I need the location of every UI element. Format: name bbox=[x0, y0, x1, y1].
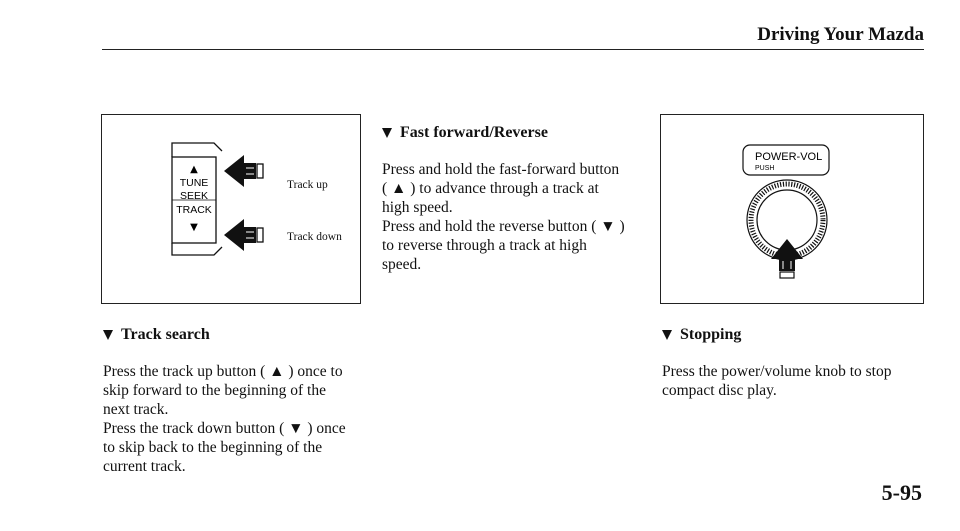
knob-sublabel: PUSH bbox=[755, 165, 774, 172]
figure-power-knob: POWER-VOL PUSH bbox=[660, 114, 924, 304]
triangle-marker-icon bbox=[382, 128, 392, 138]
section-title: Stopping bbox=[662, 326, 932, 344]
page-number: 5-95 bbox=[881, 480, 922, 505]
knob-label: POWER-VOL bbox=[755, 151, 822, 163]
section-title-text: Track search bbox=[121, 326, 210, 343]
paragraph-line: ( ▲ ) to advance through a track at bbox=[382, 180, 599, 197]
paragraph-line: speed. bbox=[382, 256, 422, 273]
section-fast-forward: Fast forward/Reverse Press and hold the … bbox=[382, 124, 652, 274]
paragraph-line: Press the power/volume knob to stop bbox=[662, 363, 892, 380]
header-rule bbox=[102, 49, 924, 50]
pointing-hand-icon bbox=[224, 219, 264, 251]
power-knob-illustration: POWER-VOL PUSH bbox=[742, 144, 830, 279]
paragraph-line: to skip back to the beginning of the bbox=[103, 439, 323, 456]
btn-down-glyph: ▼ bbox=[190, 222, 198, 233]
tune-label: TUNE bbox=[180, 177, 209, 189]
track-buttons-illustration: ▲ TUNE SEEK TRACK ▼ bbox=[171, 142, 264, 256]
triangle-marker-icon bbox=[103, 330, 113, 340]
paragraph-line: Press and hold the fast-forward button bbox=[382, 161, 620, 178]
callout-track-up: Track up bbox=[287, 179, 328, 191]
triangle-marker-icon bbox=[662, 330, 672, 340]
header-title: Driving Your Mazda bbox=[757, 24, 924, 45]
section-title: Fast forward/Reverse bbox=[382, 124, 652, 142]
section-title: Track search bbox=[103, 326, 373, 344]
paragraph-line: compact disc play. bbox=[662, 382, 777, 399]
paragraph-line: current track. bbox=[103, 458, 186, 475]
track-label: TRACK bbox=[176, 204, 212, 216]
paragraph-line: Press the track down button ( ▼ ) once bbox=[103, 420, 346, 437]
paragraph-line: next track. bbox=[103, 401, 169, 418]
paragraph-line: Press and hold the reverse button ( ▼ ) bbox=[382, 218, 625, 235]
btn-up-glyph: ▲ bbox=[190, 164, 198, 175]
seek-label: SEEK bbox=[180, 190, 208, 202]
paragraph-line: Press the track up button ( ▲ ) once to bbox=[103, 363, 343, 380]
section-title-text: Fast forward/Reverse bbox=[400, 124, 548, 141]
section-track-search: Track search Press the track up button (… bbox=[103, 326, 373, 476]
paragraph-line: skip forward to the beginning of the bbox=[103, 382, 326, 399]
section-title-text: Stopping bbox=[680, 326, 742, 343]
pointing-hand-icon bbox=[771, 239, 803, 279]
figure-track-buttons: ▲ TUNE SEEK TRACK ▼ Track up Track down bbox=[101, 114, 361, 304]
pointing-hand-icon bbox=[224, 155, 264, 187]
paragraph-line: high speed. bbox=[382, 199, 453, 216]
paragraph-line: to reverse through a track at high bbox=[382, 237, 587, 254]
section-stopping: Stopping Press the power/volume knob to … bbox=[662, 326, 932, 400]
callout-track-down: Track down bbox=[287, 231, 342, 243]
